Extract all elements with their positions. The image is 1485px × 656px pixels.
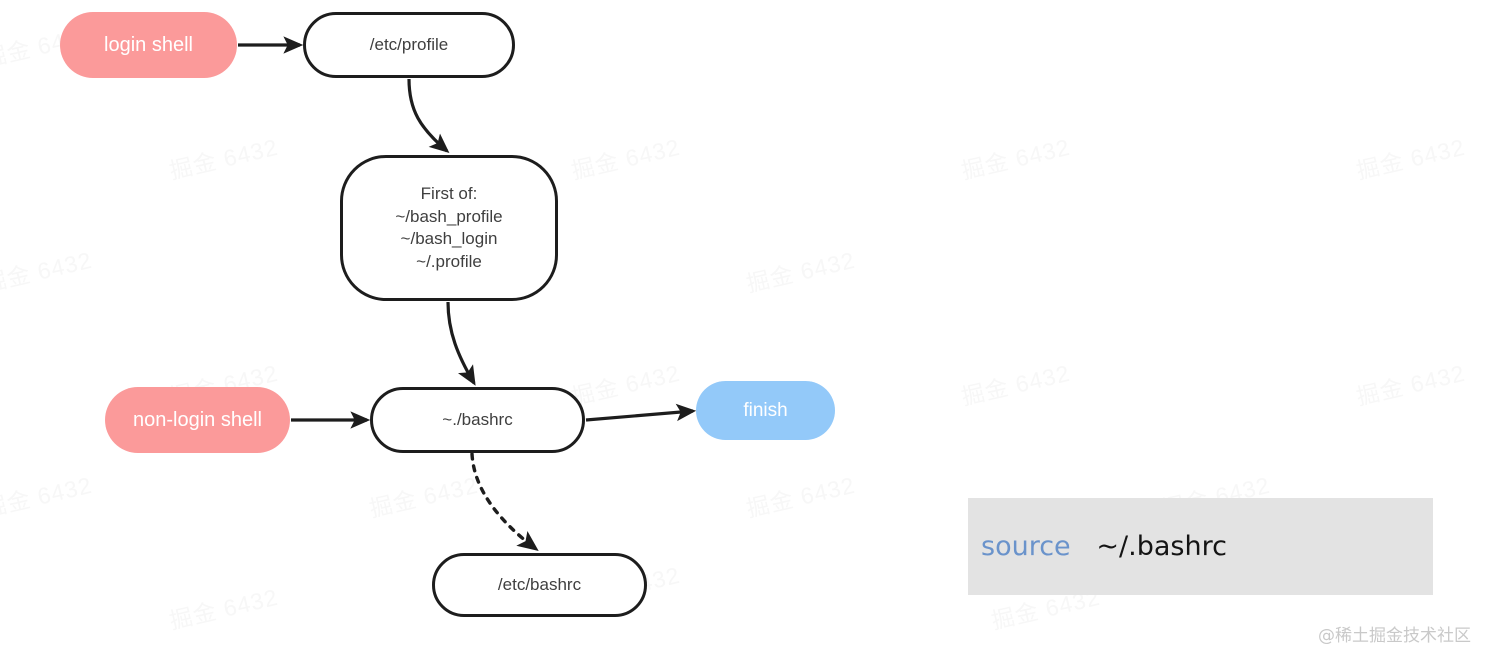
- edge-profile-to-firstof: [407, 78, 450, 154]
- node-first-of[interactable]: First of: ~/bash_profile ~/bash_login ~/…: [340, 155, 558, 301]
- node-login-shell-label: login shell: [104, 33, 193, 56]
- node-etc-profile[interactable]: /etc/profile: [303, 12, 515, 78]
- code-argument: ~/.bashrc: [1096, 531, 1227, 562]
- node-non-login-shell[interactable]: non-login shell: [105, 387, 290, 453]
- node-finish[interactable]: finish: [696, 381, 835, 440]
- edge-bashrc-to-finish: [585, 403, 697, 422]
- node-first-of-label: First of: ~/bash_profile ~/bash_login ~/…: [395, 184, 503, 271]
- edge-firstof-to-bashrc: [446, 301, 476, 386]
- node-etc-profile-label: /etc/profile: [369, 35, 449, 54]
- code-line: source ~/.bashrc: [981, 531, 1227, 562]
- node-etc-bashrc-label: /etc/bashrc: [497, 575, 582, 594]
- code-keyword: source: [981, 531, 1071, 562]
- node-bashrc-label: ~./bashrc: [442, 410, 513, 429]
- node-etc-bashrc[interactable]: /etc/bashrc: [432, 553, 647, 617]
- node-non-login-shell-label: non-login shell: [133, 408, 262, 431]
- code-block[interactable]: source ~/.bashrc: [968, 498, 1433, 595]
- node-bashrc[interactable]: ~./bashrc: [370, 387, 585, 453]
- edge-bashrc-to-etcbashrc: [470, 452, 539, 552]
- node-finish-label: finish: [743, 399, 788, 421]
- node-login-shell[interactable]: login shell: [60, 12, 237, 78]
- code-separator: [1071, 531, 1097, 562]
- corner-watermark: @稀土掘金技术社区: [1318, 626, 1471, 646]
